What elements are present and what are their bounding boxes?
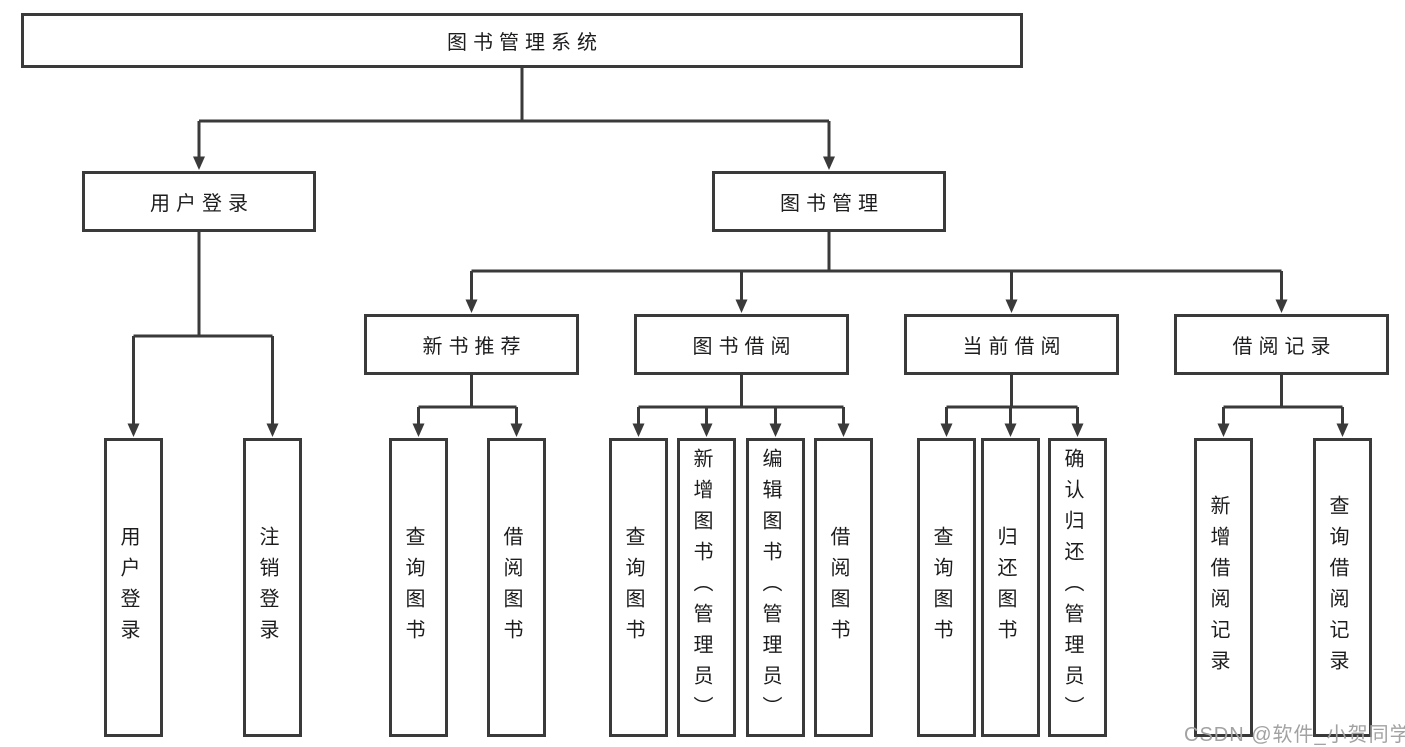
leaf-edit-book-admin-label: 编辑图书（管理员） bbox=[759, 448, 781, 727]
leaf-borrow-books-recommend: 借阅图书 bbox=[487, 438, 546, 737]
leaf-query-books-current-label: 查询图书 bbox=[930, 525, 952, 650]
csdn-watermark: CSDN @软件_小贺同学 bbox=[1184, 724, 1405, 746]
leaf-query-books-recommend: 查询图书 bbox=[389, 438, 448, 737]
node-book-borrowing: 图书借阅 bbox=[634, 314, 849, 375]
leaf-query-books-borrow-label: 查询图书 bbox=[622, 525, 644, 650]
node-borrowing-records: 借阅记录 bbox=[1174, 314, 1389, 375]
node-current-borrowing: 当前借阅 bbox=[904, 314, 1119, 375]
leaf-user-login-label: 用户登录 bbox=[117, 525, 139, 650]
arrowheads bbox=[127, 156, 1349, 437]
leaf-borrow-books-label: 借阅图书 bbox=[827, 525, 849, 650]
leaf-query-books-borrow: 查询图书 bbox=[609, 438, 668, 737]
node-new-book-recommend: 新书推荐 bbox=[364, 314, 579, 375]
node-book-management: 图书管理 bbox=[712, 171, 946, 232]
leaf-query-borrow-record-label: 查询借阅记录 bbox=[1326, 494, 1348, 681]
node-user-login: 用户登录 bbox=[82, 171, 316, 232]
leaf-logout: 注销登录 bbox=[243, 438, 302, 737]
leaf-borrow-books: 借阅图书 bbox=[814, 438, 873, 737]
leaf-add-book-admin: 新增图书（管理员） bbox=[677, 438, 736, 737]
leaf-add-book-admin-label: 新增图书（管理员） bbox=[690, 448, 712, 727]
leaf-query-books-recommend-label: 查询图书 bbox=[402, 525, 424, 650]
leaf-user-login: 用户登录 bbox=[104, 438, 163, 737]
leaf-return-book-label: 归还图书 bbox=[994, 525, 1016, 650]
leaf-logout-label: 注销登录 bbox=[256, 525, 278, 650]
node-library-management-system: 图书管理系统 bbox=[21, 13, 1023, 68]
leaf-confirm-return-admin: 确认归还（管理员） bbox=[1048, 438, 1107, 737]
leaf-confirm-return-admin-label: 确认归还（管理员） bbox=[1061, 448, 1083, 727]
leaf-query-books-current: 查询图书 bbox=[917, 438, 976, 737]
leaf-return-book: 归还图书 bbox=[981, 438, 1040, 737]
leaf-borrow-books-recommend-label: 借阅图书 bbox=[500, 525, 522, 650]
leaf-query-borrow-record: 查询借阅记录 bbox=[1313, 438, 1372, 737]
leaf-add-borrow-record-label: 新增借阅记录 bbox=[1207, 494, 1229, 681]
leaf-edit-book-admin: 编辑图书（管理员） bbox=[746, 438, 805, 737]
leaf-add-borrow-record: 新增借阅记录 bbox=[1194, 438, 1253, 737]
